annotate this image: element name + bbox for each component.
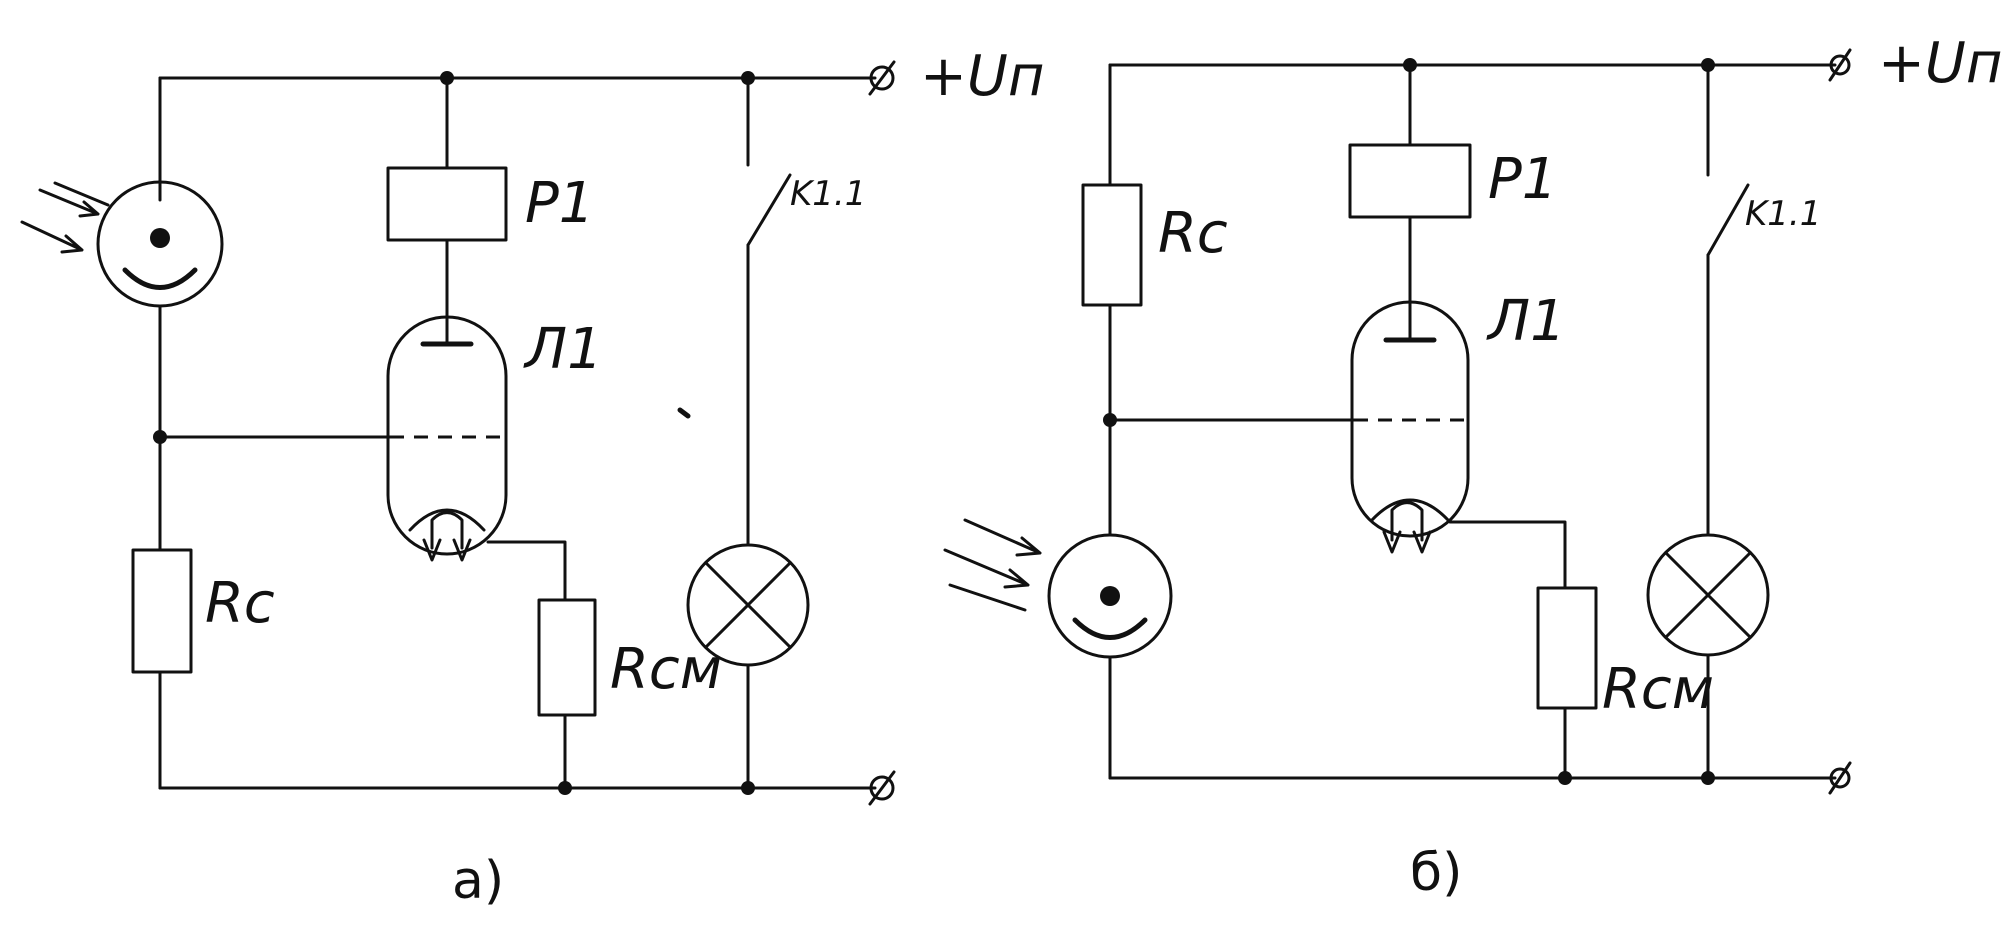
diagram-a-label-rcm: Rсм <box>610 637 722 702</box>
diagram-a-junction-bottom-lamp <box>741 781 755 795</box>
diagram-b-label-tube: Л1 <box>1486 289 1566 354</box>
diagram-b-terminal-bottom-icon <box>1828 761 1852 795</box>
diagram-a-resistor-rc-icon <box>131 548 193 674</box>
diagram-a-switch-icon <box>746 173 792 247</box>
diagram-b-relay-coil-icon <box>1348 143 1472 219</box>
diagram-b-label-supply: +Uп <box>1878 31 2003 96</box>
diagram-b-junction-bottom-lamp <box>1701 771 1715 785</box>
diagram-b-label-switch: K1.1 <box>1745 194 1821 234</box>
diagram-a-caption: а) <box>452 851 504 911</box>
diagram-b-caption: б) <box>1410 843 1462 903</box>
diagram-a-label-rc: Rc <box>205 571 275 636</box>
diagram-a-light-arrows-icon <box>20 181 110 254</box>
diagram-a-label-relay: P1 <box>525 171 594 236</box>
diagram-a: +Uп P1 Л1 Rc Rсм K1.1 а) <box>20 44 1045 911</box>
diagram-a-terminal-top-icon <box>868 60 896 96</box>
diagram-b-resistor-rcm-icon <box>1536 586 1598 710</box>
diagram-a-relay-coil-icon <box>386 166 508 242</box>
diagram-b: +Uп P1 Л1 Rc Rсм K1.1 б) <box>943 31 2003 903</box>
diagram-a-vacuum-tube-icon <box>386 315 508 562</box>
diagram-a-label-tube: Л1 <box>523 317 603 382</box>
diagram-b-label-rc: Rc <box>1158 201 1228 266</box>
diagram-b-light-arrows-icon <box>943 518 1042 612</box>
diagram-b-cathode-wire <box>1448 520 1567 590</box>
diagram-a-cathode-wire <box>486 540 567 602</box>
diagram-b-resistor-rc-icon <box>1081 183 1143 307</box>
diagram-b-vacuum-tube-icon <box>1350 300 1470 554</box>
diagram-b-terminal-top-icon <box>1828 48 1852 82</box>
diagram-b-lamp-icon <box>1646 533 1770 657</box>
diagram-b-label-rcm: Rсм <box>1602 657 1714 722</box>
diagram-a-terminal-bottom-icon <box>868 770 896 806</box>
diagram-a-resistor-rcm-icon <box>537 598 597 717</box>
diagram-a-label-switch: K1.1 <box>790 174 866 214</box>
diagram-a-scan-mark <box>677 407 691 419</box>
diagram-b-photocell-icon <box>1047 533 1173 659</box>
diagram-a-junction-bottom-rcm <box>558 781 572 795</box>
diagram-b-label-relay: P1 <box>1488 147 1557 212</box>
diagram-a-label-supply: +Uп <box>920 44 1045 109</box>
diagram-b-switch-icon <box>1706 183 1750 257</box>
diagram-b-junction-bottom-rcm <box>1558 771 1572 785</box>
